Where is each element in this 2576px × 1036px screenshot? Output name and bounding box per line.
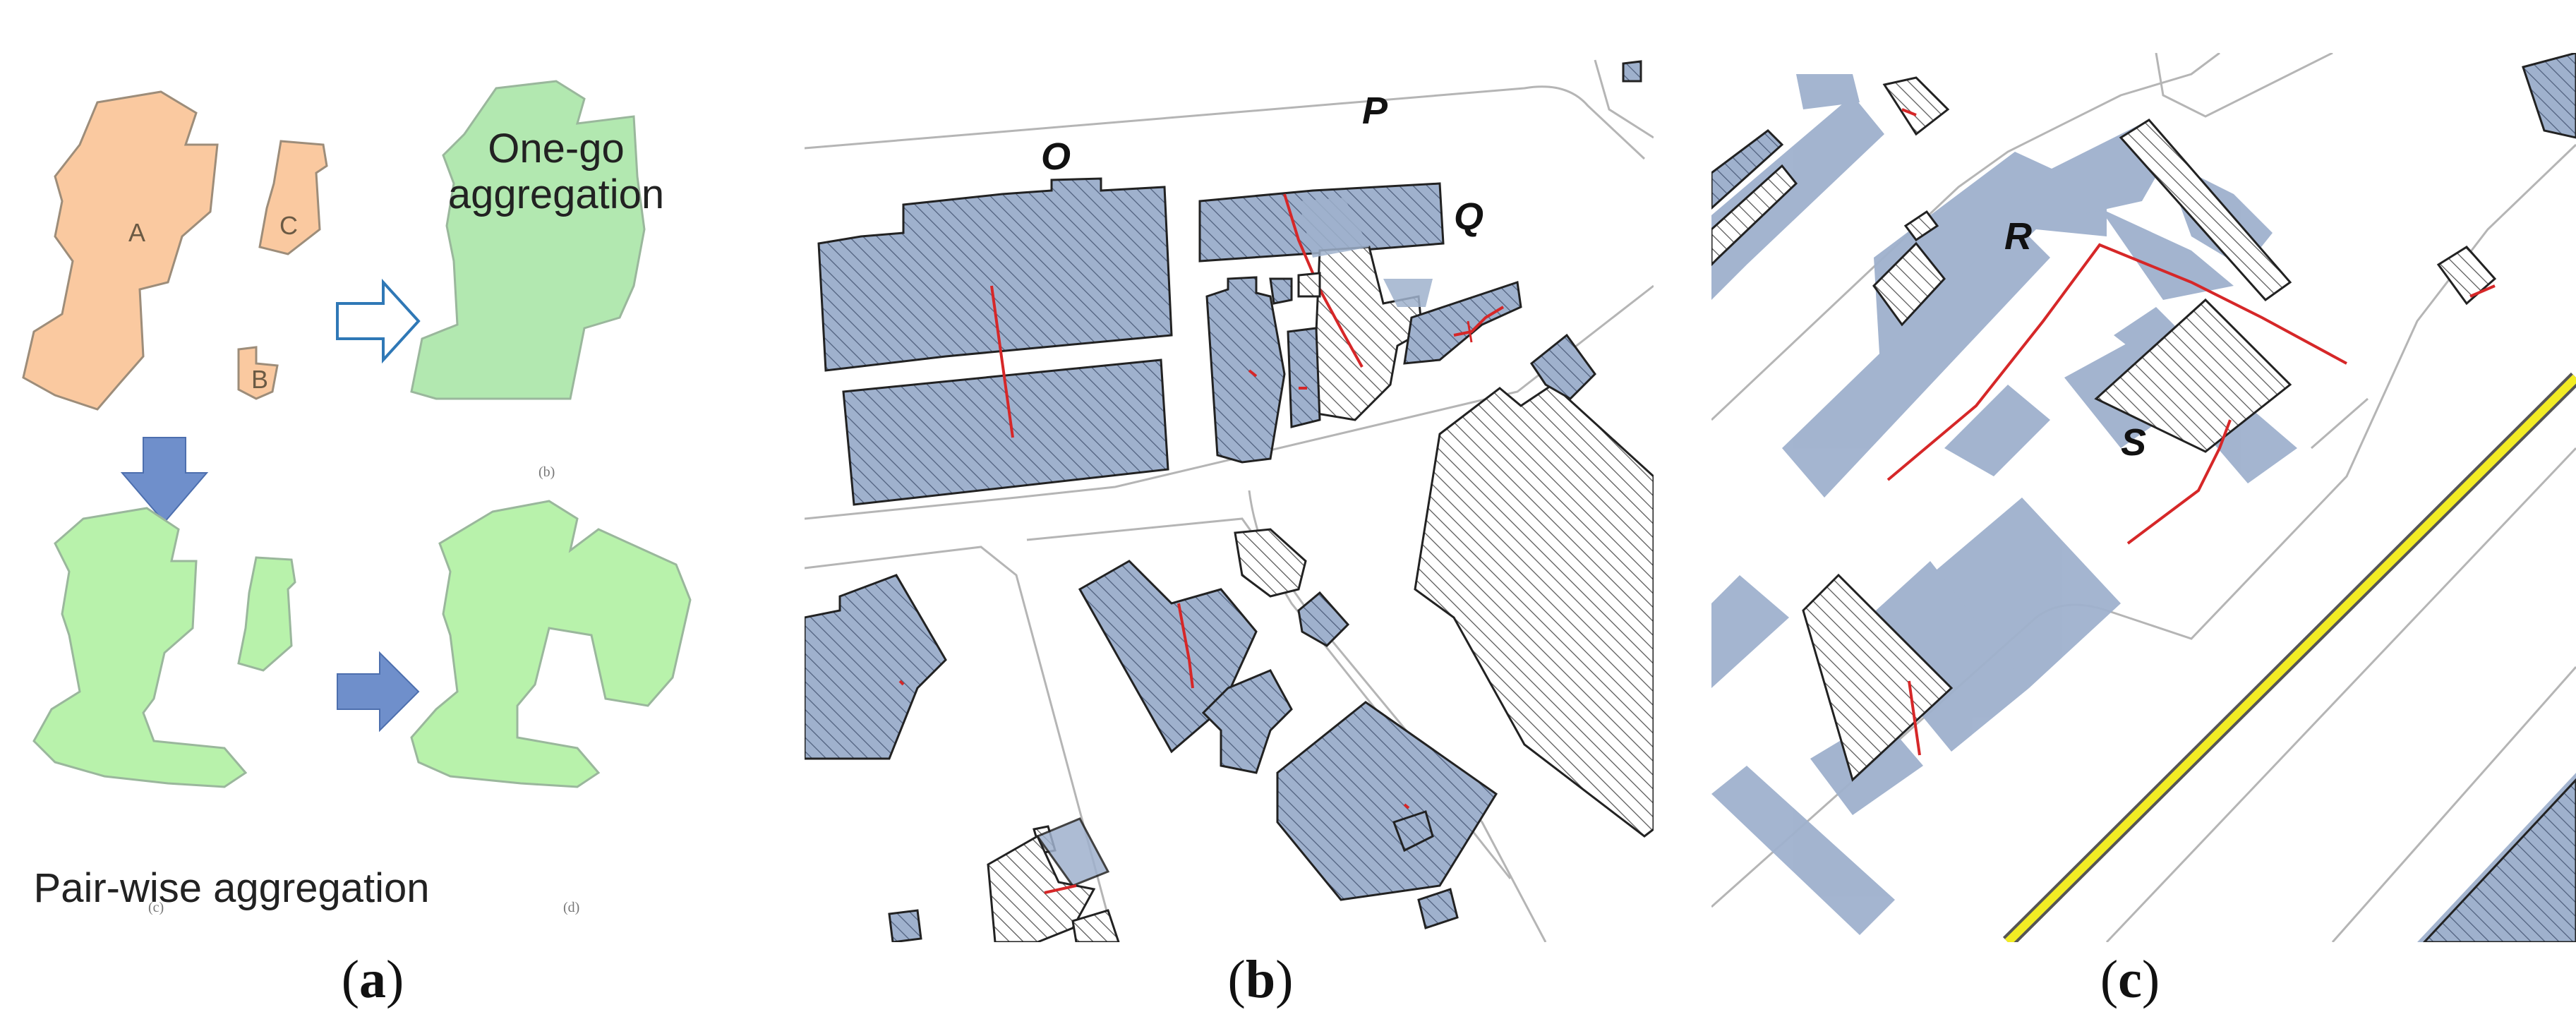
pair-step-building-AB (32, 507, 248, 788)
small-buildings-lower (888, 528, 1498, 942)
caption-b-letter: b (1245, 950, 1276, 1009)
sub-label-b: (b) (538, 464, 555, 480)
sub-label-c: (c) (148, 900, 164, 915)
building-group-P (1198, 182, 1445, 421)
panel-b-building-map: O P Q (805, 53, 1654, 942)
caption-c: (c) (2100, 950, 2160, 1009)
original-buildings (22, 90, 328, 411)
label-building-A: A (128, 218, 145, 247)
building-lower-left (805, 574, 947, 760)
sub-label-d: (d) (563, 900, 579, 915)
skeleton-line-O (990, 285, 1014, 438)
caption-b: (b) (1227, 950, 1294, 1009)
building-group-O (817, 177, 1173, 506)
pair-wise-step-buildings (32, 507, 296, 788)
skeleton-lines (1886, 108, 2496, 756)
one-go-text-line2: aggregation (448, 171, 664, 217)
arrow-down-filled-icon (120, 437, 209, 524)
arrow-right-filled-icon (337, 651, 420, 733)
building-C-shape (258, 140, 328, 255)
label-building-P: P (1362, 90, 1388, 132)
original-buildings (1711, 53, 2576, 942)
building-B-shape (237, 346, 279, 400)
small-buildings-upper (1205, 272, 1321, 464)
arrow-right-outline-icon (336, 278, 421, 364)
one-go-aggregated-building (410, 80, 646, 400)
panel-a-figure: A B C One-go aggregation (b) Pair-wise a… (13, 78, 747, 921)
label-building-R: R (2004, 215, 2032, 258)
caption-c-letter: c (2118, 950, 2142, 1009)
panel-c-building-map: R S (1711, 53, 2576, 942)
caption-a: (a) (341, 950, 404, 1009)
panel-c-map: R S (1711, 53, 2576, 942)
building-A-shape (22, 90, 219, 411)
building-group-Q (1403, 281, 1522, 365)
pair-step-building-C (237, 556, 296, 672)
one-go-text-line1: One-go (488, 126, 624, 171)
label-building-Q: Q (1454, 195, 1483, 238)
pair-wise-final-aggregated-building (410, 500, 692, 788)
label-building-S: S (2121, 421, 2146, 464)
panel-a-aggregation-comparison: A B C One-go aggregation (b) Pair-wise a… (13, 78, 747, 921)
label-building-C: C (279, 211, 298, 240)
panel-b-map: O P Q (805, 53, 1654, 942)
label-building-B: B (251, 365, 268, 394)
caption-a-letter: a (359, 950, 386, 1009)
label-building-O: O (1041, 135, 1071, 178)
rail-yellow-line (2004, 374, 2576, 942)
pair-wise-text: Pair-wise aggregation (34, 865, 430, 911)
large-hatched-building-right (1414, 383, 1654, 838)
